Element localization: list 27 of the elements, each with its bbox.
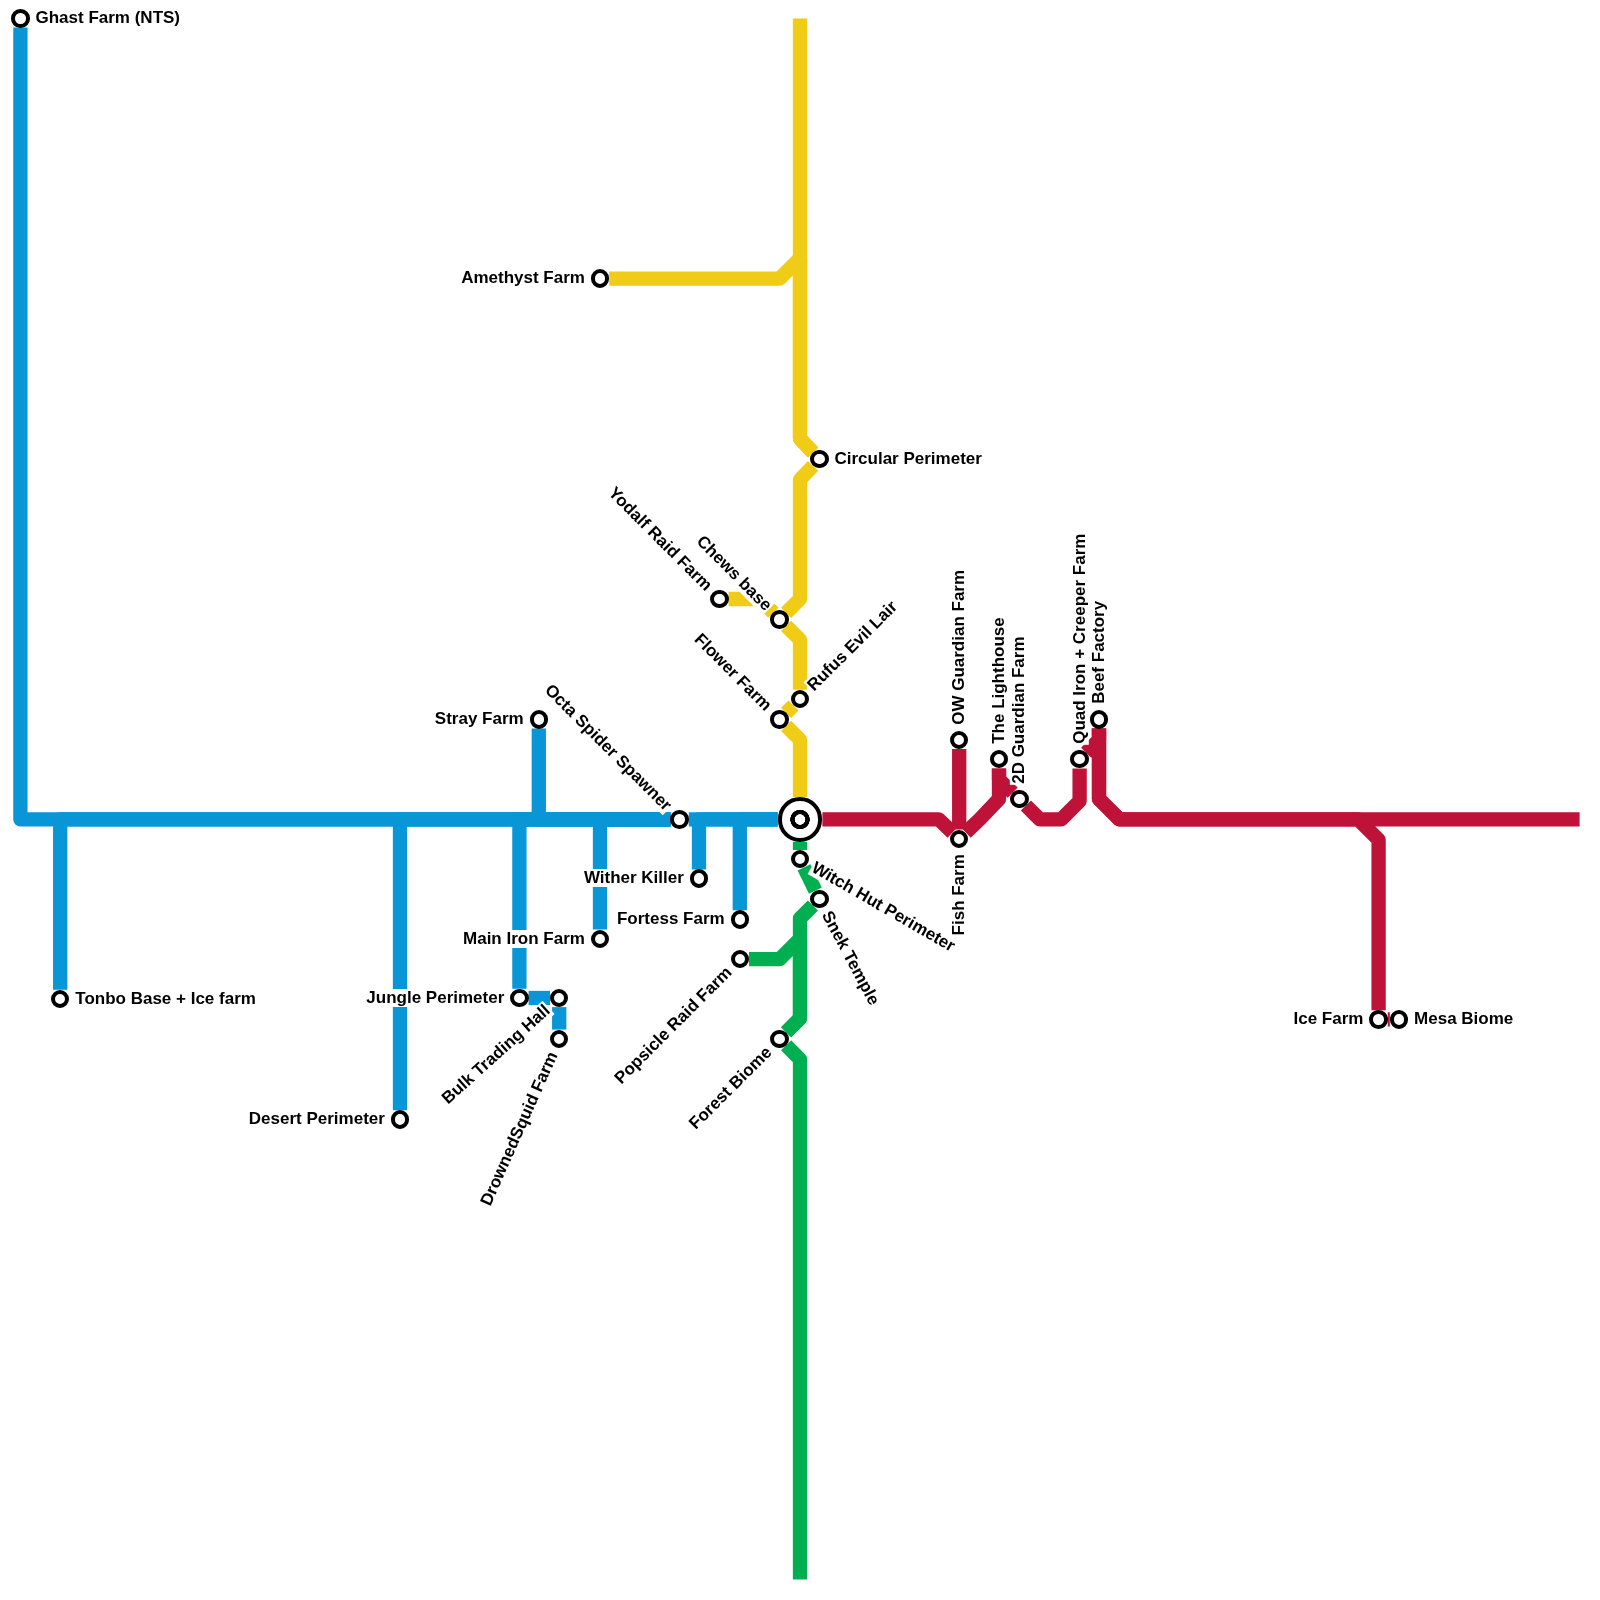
route-line [1020, 768, 1087, 827]
route-line [728, 591, 779, 618]
station-name: The Lighthouse [989, 616, 1008, 745]
route-line [732, 812, 778, 911]
station-name: Wither Killer [582, 869, 685, 888]
route-line [781, 1040, 808, 1580]
route-line [991, 768, 1018, 798]
interchange-marker [777, 796, 823, 842]
station-name: Amethyst Farm [460, 269, 586, 288]
station-name: Quad Iron + Creeper Farm [1070, 532, 1089, 745]
route-line [552, 1007, 567, 1030]
station-name: Main Iron Farm [462, 929, 586, 948]
route-line [528, 990, 550, 1006]
route-line [781, 720, 808, 797]
station-name: Beef Factory [1089, 600, 1108, 706]
station-name: Ghast Farm (NTS) [34, 9, 182, 28]
route-line [792, 841, 808, 850]
route-line [952, 749, 967, 830]
station-name: Stray Farm [433, 710, 525, 729]
route-line [781, 620, 808, 690]
route-line [1091, 728, 1580, 827]
route-line [781, 460, 819, 618]
route-line [592, 812, 671, 930]
station-name: Jungle Perimeter [365, 988, 506, 1007]
route-line [781, 700, 799, 718]
route-line [797, 864, 822, 894]
route-line [1387, 1012, 1390, 1027]
